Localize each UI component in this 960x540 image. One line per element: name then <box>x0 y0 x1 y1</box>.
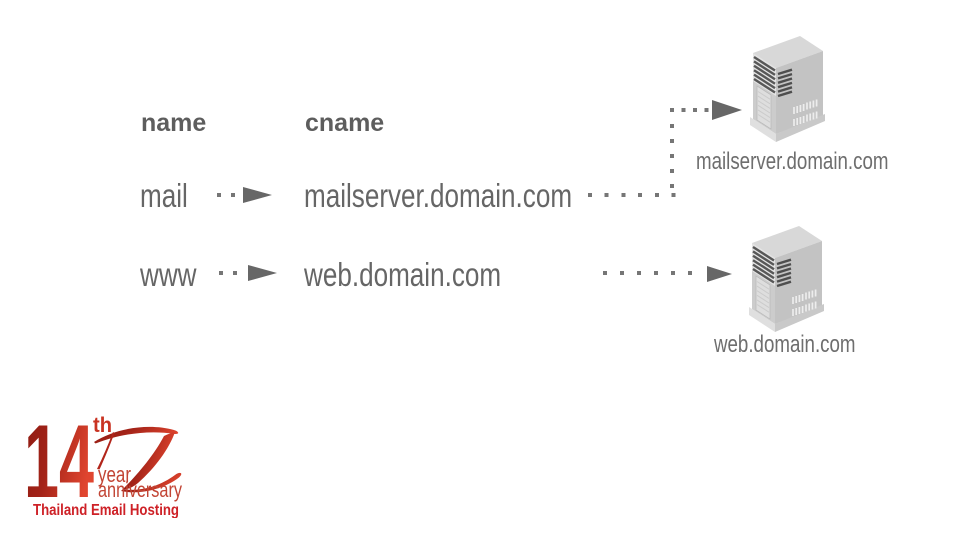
logo-quill-accent <box>97 432 115 470</box>
web-server-icon <box>747 224 825 334</box>
arrowhead-icon <box>707 266 732 282</box>
dotted-line <box>669 124 674 190</box>
mail-server-icon <box>748 34 826 144</box>
record-name-mail: mail <box>140 177 188 214</box>
dotted-line <box>588 193 678 197</box>
web-server-label: web.domain.com <box>714 331 856 358</box>
record-cname-web: web.domain.com <box>304 256 502 293</box>
logo-flourish-wave <box>94 426 179 444</box>
logo-flourish-stroke <box>123 432 175 490</box>
dotted-line <box>219 271 239 275</box>
arrowhead-icon <box>248 265 277 281</box>
logo-number: 14 <box>24 406 94 518</box>
dotted-line <box>603 271 695 275</box>
logo-flourish-tail <box>121 472 182 493</box>
column-header-cname: cname <box>305 109 385 137</box>
logo-tagline: Thailand Email Hosting <box>33 502 179 518</box>
dotted-line <box>217 193 237 197</box>
mail-server-label: mailserver.domain.com <box>696 148 889 175</box>
logo-word-anniversary: anniversary <box>98 479 182 502</box>
anniversary-logo: 14 th year anniversary Thailand Email Ho… <box>24 406 182 518</box>
arrowhead-icon <box>712 100 742 120</box>
arrowhead-icon <box>243 187 272 203</box>
record-name-www: www <box>140 256 197 293</box>
logo-ordinal: th <box>93 414 112 437</box>
logo-word-year: year <box>98 462 131 487</box>
dotted-line <box>670 108 710 112</box>
column-header-name: name <box>141 109 207 137</box>
record-cname-mailserver: mailserver.domain.com <box>304 177 573 214</box>
